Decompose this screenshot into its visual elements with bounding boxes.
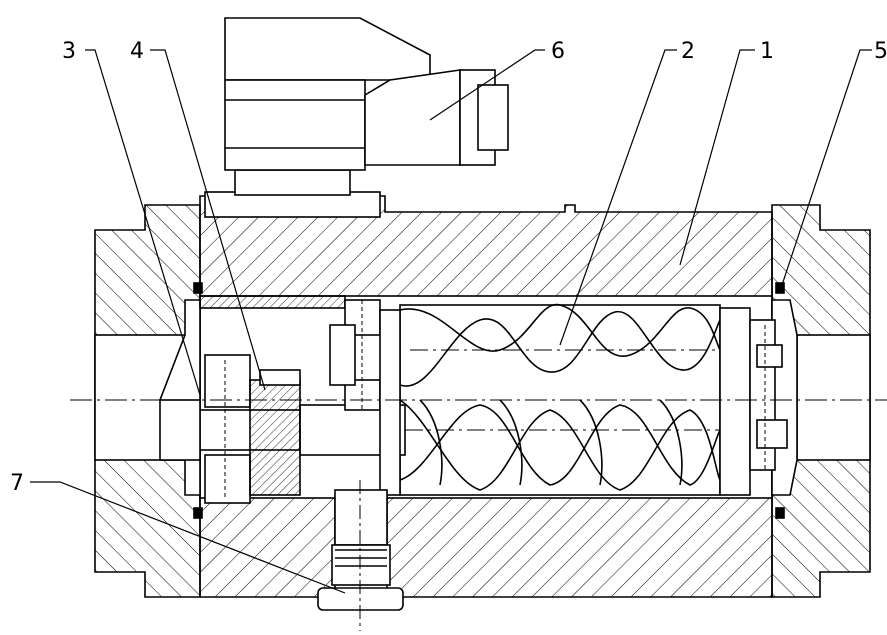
drain-plug-part-7 [317, 480, 404, 631]
callout-2: 2 [681, 39, 695, 64]
callout-leaders [30, 49, 872, 594]
callout-5: 5 [874, 39, 887, 64]
drive-shaft-assembly [159, 299, 406, 504]
right-flange [771, 204, 871, 598]
left-flange [94, 204, 201, 598]
bushing-part-4 [249, 379, 301, 496]
electrical-connector-part-6 [204, 17, 509, 218]
o-ring-seals-part-5 [193, 282, 785, 519]
coupling-block-part-3 [204, 354, 251, 408]
callout-1: 1 [760, 39, 774, 64]
callout-6: 6 [551, 39, 565, 64]
right-bearing-plate [719, 307, 788, 496]
callout-7: 7 [10, 471, 24, 496]
liner-sleeve [199, 295, 346, 309]
callout-3: 3 [62, 39, 76, 64]
callout-4: 4 [130, 39, 144, 64]
